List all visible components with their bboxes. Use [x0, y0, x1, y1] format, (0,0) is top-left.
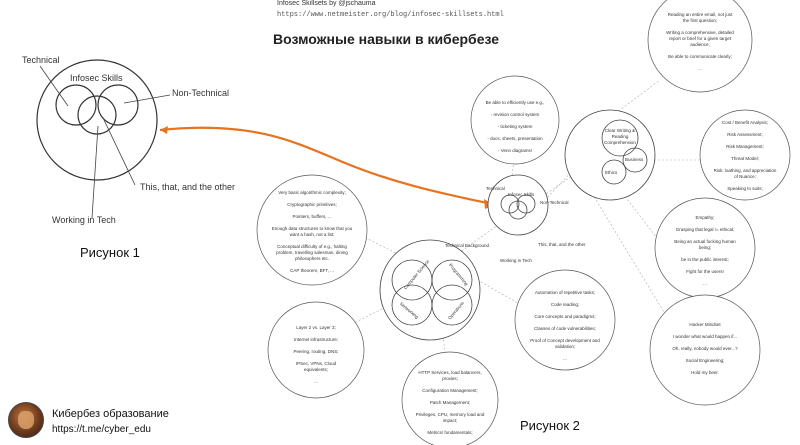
bubble-hacker-text: Hacker Mindset I wonder what would happe… — [672, 322, 738, 375]
nontech-sub-ethics: Ethics — [605, 170, 618, 175]
fig2-label-working: Working in Tech — [500, 258, 532, 263]
fig1-label-infosec: Infosec Skills — [70, 73, 123, 83]
bubble-ethics-text: Empathy; Grasping that legal != ethical;… — [674, 215, 736, 286]
fig2-label-infosec: Infosec Skills — [508, 192, 535, 197]
orange-arrow — [159, 126, 493, 206]
bubble-writing — [647, 0, 753, 93]
fig2-center — [487, 174, 549, 236]
fig1-label-technical: Technical — [22, 55, 60, 65]
slide-title: Возможные навыки в кибербезе — [273, 31, 500, 47]
bubble-cs — [256, 174, 368, 286]
source-url[interactable]: https://www.netmeister.org/blog/infosec-… — [277, 11, 504, 19]
fig2-nontech — [564, 109, 656, 201]
bubble-tools — [470, 75, 560, 165]
bubble-cs-text: Very basic algorithmic complexity; Crypt… — [271, 190, 353, 273]
fig2-bubbles — [256, 0, 791, 445]
source-title: Infosec Skillsets by @jschauma — [277, 0, 376, 7]
fig2-tech — [379, 239, 481, 341]
fig1-label-this-that: This, that, and the other — [140, 182, 236, 192]
figure2-caption: Рисунок 2 — [520, 418, 580, 433]
bubble-programming — [514, 269, 616, 371]
channel-logo[interactable] — [8, 402, 44, 438]
bubble-hacker — [649, 294, 761, 406]
brand-name: Кибербез образование — [52, 408, 169, 420]
nontech-sub-writing: Clear Writing & Reading Comprehension — [604, 128, 636, 145]
figure1-venn — [36, 59, 158, 181]
bubble-writing-text: Reading an entire email, not just the fi… — [666, 12, 734, 71]
fig1-technical-circle — [55, 84, 97, 126]
fig1-center-circle — [77, 95, 117, 135]
bubble-business-text: Cost / Benefit Analysis; Risk Assessment… — [713, 120, 777, 191]
fig1-label-working: Working in Tech — [52, 215, 116, 225]
bubble-networking-text: Layer 2 vs. Layer 3; Internet infrastruc… — [293, 325, 339, 384]
figure1-caption: Рисунок 1 — [80, 245, 140, 260]
bubble-tools-text: Be able to efficiently use e.g., - revis… — [485, 100, 545, 153]
bubble-business — [699, 109, 791, 201]
fig2-label-tech-bg: Technical Background — [445, 243, 490, 248]
fig1-pointers — [39, 65, 171, 219]
fig2-label-nontech: Non-Technical — [540, 200, 569, 205]
brand-link[interactable]: https://t.me/cyber_edu — [52, 424, 151, 435]
fig2-label-technical: Technical — [486, 186, 505, 191]
nontech-sub-business: Business — [625, 157, 644, 162]
fig1-outer-circle — [36, 59, 158, 181]
bubble-networking — [267, 301, 365, 399]
bubble-operations — [401, 351, 499, 445]
bubble-programming-text: Automation of repetitive tasks; Code rea… — [530, 290, 600, 361]
arrow-tail — [160, 126, 168, 134]
fig2-label-this-that: This, that, and the other — [538, 242, 586, 247]
fig1-nontechnical-circle — [97, 84, 139, 126]
fig1-label-nontechnical: Non-Technical — [172, 88, 230, 98]
bubble-operations-text: HTTP Services, load balancers, proxies; … — [415, 370, 485, 435]
